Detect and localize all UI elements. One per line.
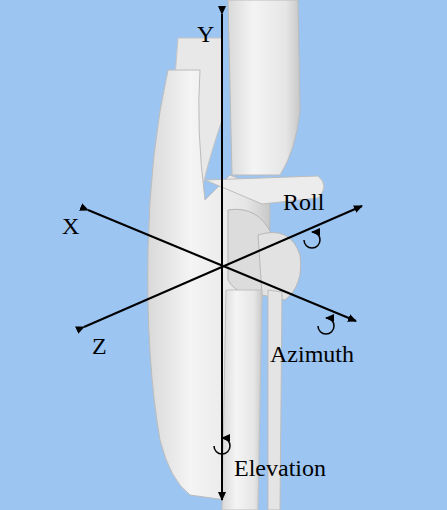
rotation-label: Roll bbox=[283, 190, 324, 214]
rotation-label: Azimuth bbox=[270, 342, 354, 366]
z-axis bbox=[84, 206, 362, 327]
axis-label: X bbox=[62, 214, 79, 238]
axis-label: Y bbox=[197, 22, 214, 46]
rotation-symbol bbox=[318, 318, 334, 334]
upper-bone bbox=[228, 0, 300, 175]
rotation-label: Elevation bbox=[234, 456, 326, 480]
rotation-symbol bbox=[304, 232, 320, 248]
y-axis bbox=[221, 14, 223, 500]
axis-label: Z bbox=[92, 334, 107, 358]
rotation-symbol bbox=[214, 438, 230, 454]
